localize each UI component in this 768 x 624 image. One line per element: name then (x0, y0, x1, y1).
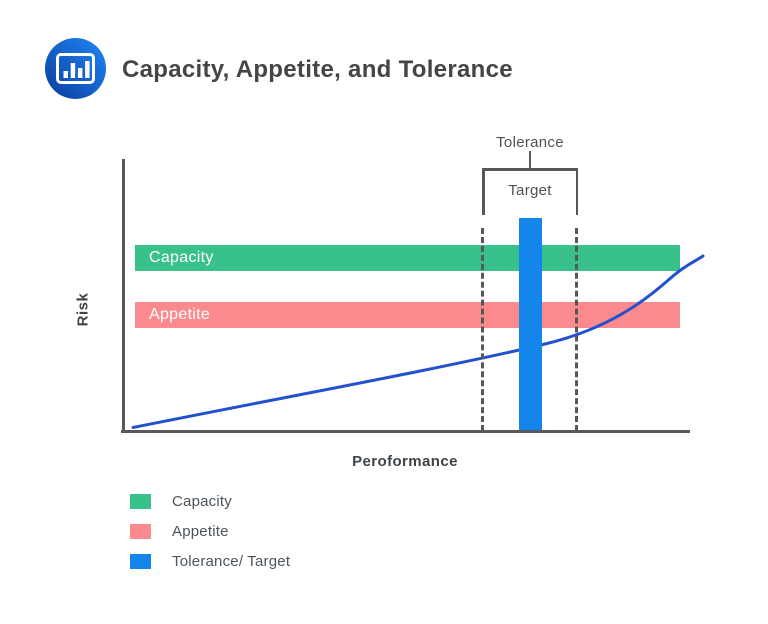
app-logo (45, 38, 106, 99)
tolerance-range-dashed-line-right (575, 228, 578, 431)
tolerance-bracket-right-arm (575, 168, 578, 215)
x-axis-line (121, 430, 690, 433)
legend-swatch-appetite (130, 524, 151, 539)
appetite-band: Appetite (135, 302, 680, 328)
tolerance-target-bar (519, 218, 542, 433)
tolerance-bracket-stem (528, 151, 531, 169)
legend-item-tolerance-target: Tolerance/ Target (130, 553, 290, 570)
legend-item-appetite: Appetite (130, 523, 290, 540)
tolerance-annotation: Tolerance (496, 134, 564, 151)
y-axis-line (122, 159, 125, 433)
page-title: Capacity, Appetite, and Tolerance (122, 56, 513, 83)
x-axis-label: Peroformance (352, 453, 458, 470)
bar-chart-icon (45, 38, 106, 99)
legend-item-capacity: Capacity (130, 493, 290, 510)
tolerance-bracket-left-arm (482, 168, 485, 215)
capacity-band-label: Capacity (149, 249, 214, 266)
appetite-band-label: Appetite (149, 306, 211, 323)
legend-swatch-capacity (130, 494, 151, 509)
y-axis-label: Risk (74, 292, 92, 327)
legend: Capacity Appetite Tolerance/ Target (130, 493, 290, 570)
target-annotation: Target (508, 182, 552, 199)
capacity-band: Capacity (135, 245, 680, 271)
tolerance-bracket-top (482, 168, 578, 171)
tolerance-range-dashed-line-left (481, 228, 484, 431)
legend-label-tolerance-target: Tolerance/ Target (172, 553, 291, 570)
legend-swatch-tolerance-target (130, 554, 151, 569)
legend-label-capacity: Capacity (172, 493, 232, 510)
legend-label-appetite: Appetite (172, 523, 229, 540)
